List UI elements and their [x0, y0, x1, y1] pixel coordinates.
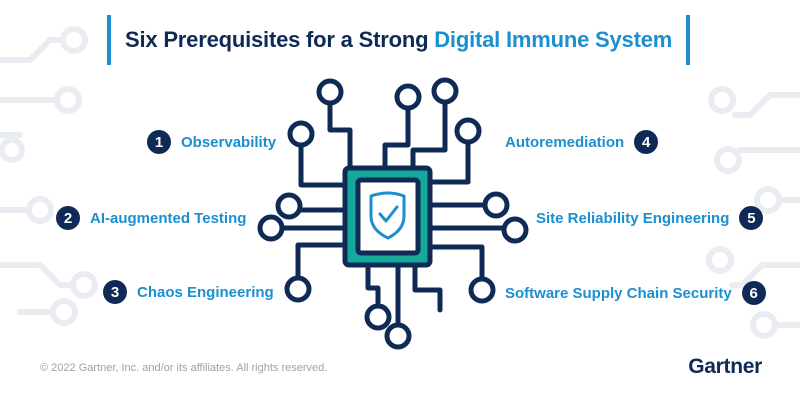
prerequisite-item-3: 3 Chaos Engineering — [103, 280, 274, 304]
title-left-bar — [107, 15, 111, 65]
title-right-bar — [686, 15, 691, 65]
prerequisite-label: Site Reliability Engineering — [536, 209, 730, 227]
prerequisite-label: Software Supply Chain Security — [505, 284, 732, 302]
gartner-logo: Gartner — [688, 355, 762, 378]
number-badge: 6 — [741, 281, 766, 305]
number-badge: 4 — [634, 130, 659, 154]
page-title: Six Prerequisites for a Strong Digital I… — [107, 15, 691, 65]
prerequisite-label: Autoremediation — [505, 133, 625, 151]
title-prefix: Six Prerequisites for a Strong — [125, 27, 435, 52]
number-badge: 5 — [739, 206, 764, 230]
prerequisite-item-1: 1 Observability — [147, 130, 276, 154]
copyright-notice: © 2022 Gartner, Inc. and/or its affiliat… — [40, 362, 328, 374]
prerequisite-item-5: Site Reliability Engineering 5 — [536, 206, 764, 230]
prerequisite-label: Observability — [181, 133, 277, 151]
number-badge: 2 — [56, 206, 80, 230]
number-badge: 3 — [103, 280, 127, 304]
prerequisite-item-6: Software Supply Chain Security 6 — [505, 281, 766, 305]
number-badge: 1 — [147, 130, 171, 154]
title-highlight: Digital Immune System — [434, 27, 673, 52]
prerequisite-item-2: 2 AI-augmented Testing — [56, 206, 246, 230]
prerequisite-label: Chaos Engineering — [137, 283, 274, 301]
prerequisite-label: AI-augmented Testing — [90, 209, 247, 227]
prerequisite-item-4: Autoremediation 4 — [505, 130, 659, 154]
